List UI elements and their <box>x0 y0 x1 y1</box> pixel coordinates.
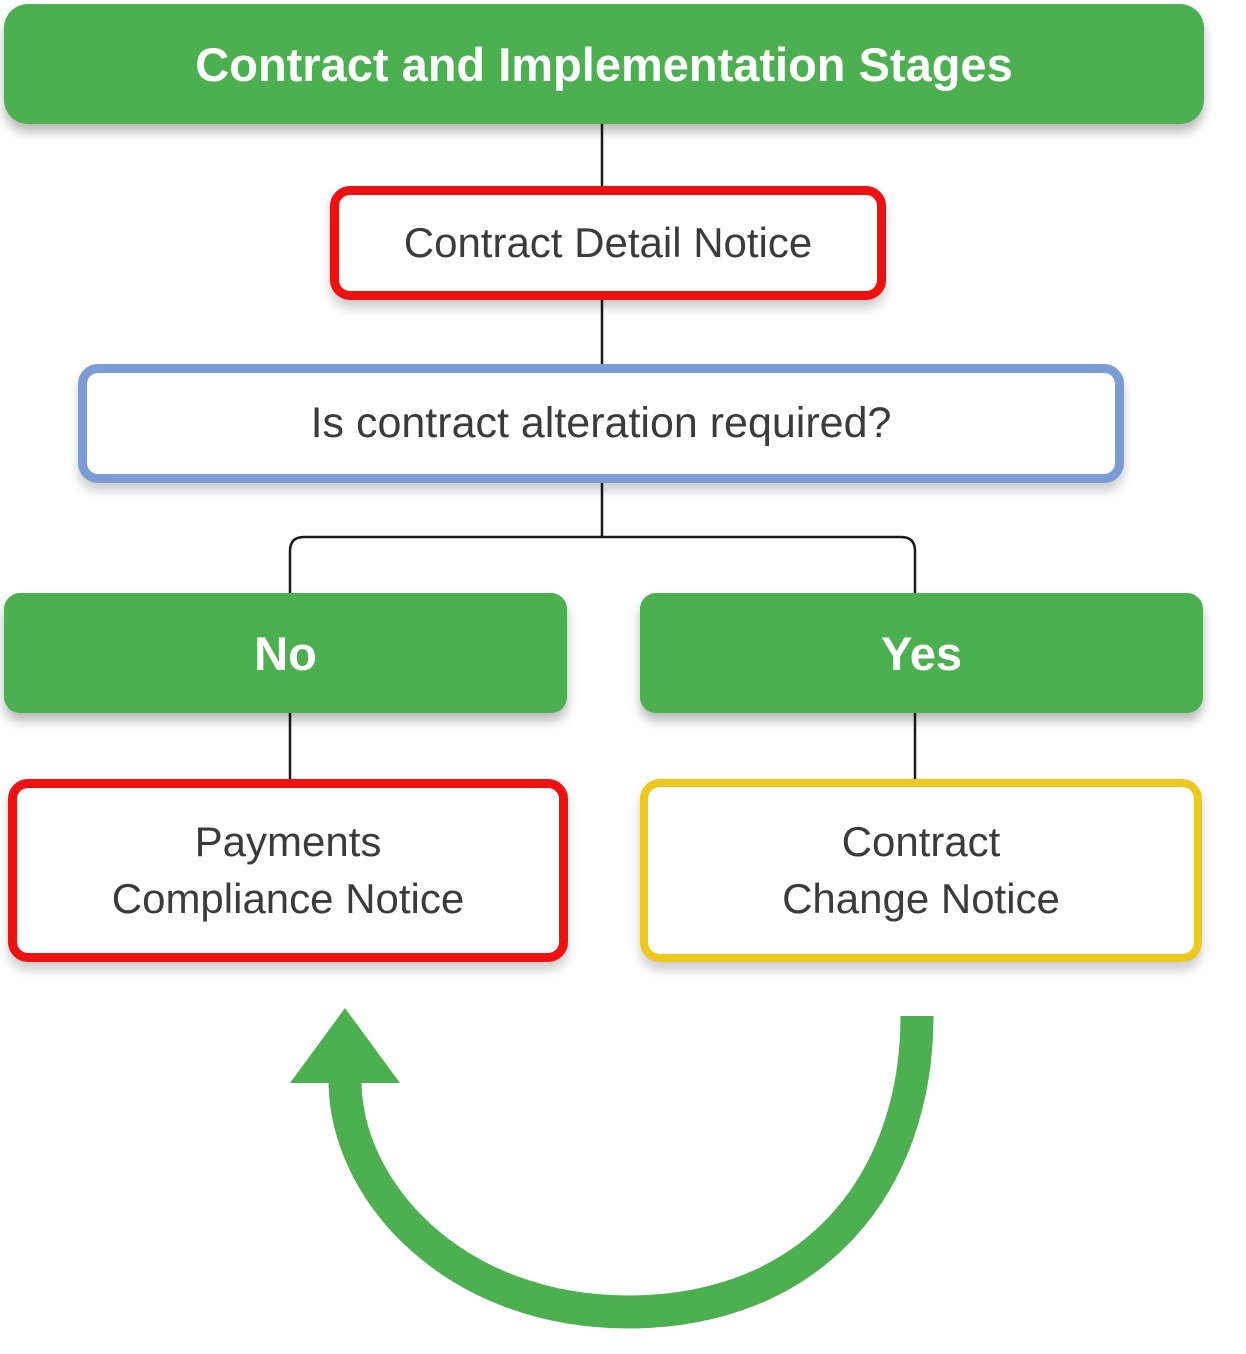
loop-back-arrow-icon <box>290 1008 934 1329</box>
connector-branch-bar <box>288 535 917 593</box>
node-branch-yes: Yes <box>640 593 1203 713</box>
node-label: Contract Detail Notice <box>403 219 813 266</box>
diagram-title-banner: Contract and Implementation Stages <box>4 4 1204 124</box>
node-label: Is contract alteration required? <box>310 399 892 447</box>
node-payments-compliance-notice: Payments Compliance Notice <box>8 779 568 962</box>
node-question-contract-alteration: Is contract alteration required? <box>78 364 1124 483</box>
node-branch-no: No <box>4 593 567 713</box>
node-label: No <box>254 626 317 680</box>
node-label: Yes <box>880 626 963 680</box>
node-contract-detail-notice: Contract Detail Notice <box>330 186 886 300</box>
node-label-line1: Payments <box>194 817 382 865</box>
node-label-line2: Change Notice <box>782 874 1060 922</box>
diagram-title: Contract and Implementation Stages <box>195 37 1013 91</box>
node-label-line1: Contract <box>841 817 1001 865</box>
node-label-line2: Compliance Notice <box>111 874 465 922</box>
node-contract-change-notice: Contract Change Notice <box>640 779 1202 962</box>
